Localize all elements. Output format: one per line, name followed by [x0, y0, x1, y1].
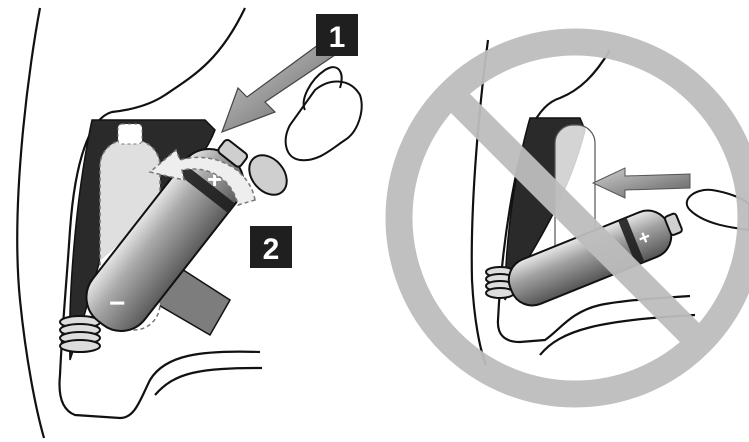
push-arrow-icon [593, 168, 690, 198]
step-one-badge: 1 [316, 14, 358, 56]
spring-icon [60, 316, 100, 352]
battery-minus-label: − [109, 287, 125, 318]
right-panel-incorrect: + [399, 40, 749, 394]
prohibition-icon [399, 42, 749, 394]
step-one-label: 1 [329, 21, 346, 54]
step-two-badge: 2 [250, 226, 292, 268]
step-two-label: 2 [263, 233, 280, 266]
left-panel-correct: + − 1 2 [17, 8, 361, 438]
